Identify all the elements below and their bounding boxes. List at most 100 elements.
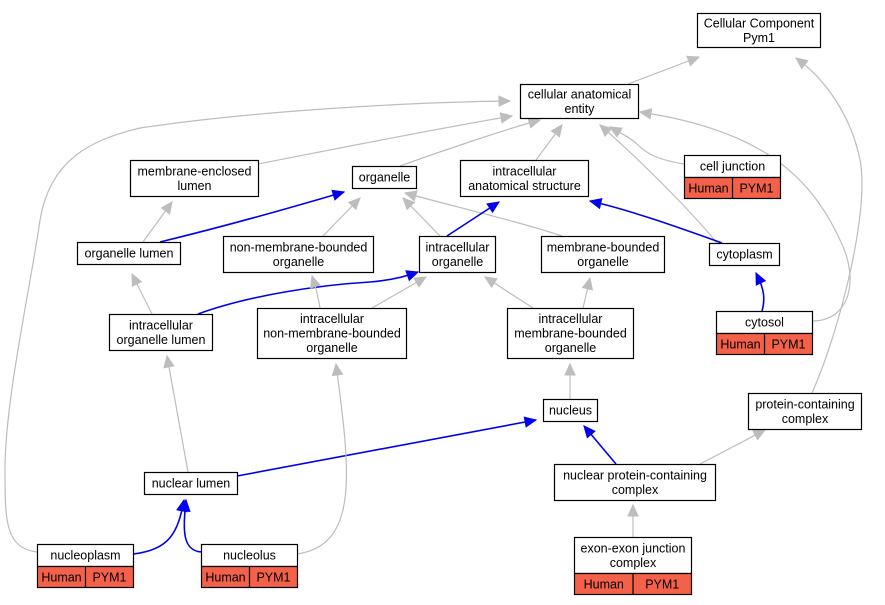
annotation-row: Human PYM1 xyxy=(36,565,135,589)
edge-non-membrane-bounded-organelle-to-organelle xyxy=(322,197,361,237)
node-label-line: lumen xyxy=(177,179,211,193)
node-label-line: organelle xyxy=(545,341,596,355)
edge-intracellular-non-membrane-bounded-organelle-to-non-membrane-bounded-organelle xyxy=(309,274,321,309)
node-label-line: complex xyxy=(610,556,657,570)
edge-nucleolus-to-nuclear-lumen xyxy=(179,498,202,553)
annotation-row: Human PYM1 xyxy=(715,332,814,356)
edge-cell-junction-to-cellular-anatomical-entity xyxy=(608,126,685,165)
edge-intracellular-membrane-bounded-organelle-to-membrane-bounded-organelle xyxy=(581,276,594,309)
species-label: Human xyxy=(720,338,760,352)
node-label-line: nucleus xyxy=(549,404,592,418)
gene-label: PYM1 xyxy=(645,578,679,592)
node-label-line: intracellular xyxy=(426,240,490,254)
node-intracellular-non-membrane-bounded-organelle[interactable]: intracellularnon-membrane-boundedorganel… xyxy=(256,307,408,360)
node-label-line: nucleolus xyxy=(223,549,276,563)
node-label-line: organelle lumen xyxy=(85,247,174,261)
node-label-line: protein-containing xyxy=(755,397,854,411)
node-label-line: nuclear protein-containing xyxy=(563,468,707,482)
node-label-line: nucleoplasm xyxy=(50,549,120,563)
edge-nucleus-to-intracellular-membrane-bounded-organelle xyxy=(564,362,576,399)
edge-nucleoplasm-to-nuclear-lumen xyxy=(132,498,188,555)
node-label-line: Cellular Component xyxy=(704,16,815,30)
gene-label: PYM1 xyxy=(771,338,805,352)
node-label-line: intracellular xyxy=(300,312,364,326)
node-label-line: organelle xyxy=(359,171,410,185)
node-nuclear-lumen[interactable]: nuclear lumen xyxy=(143,471,239,496)
node-label-line: complex xyxy=(782,412,829,426)
node-nucleus[interactable]: nucleus xyxy=(542,398,599,423)
edge-membrane-bounded-organelle-to-organelle xyxy=(403,190,563,237)
node-label-line: intracellular xyxy=(129,318,193,332)
species-label: Human xyxy=(205,571,245,585)
gene-label: PYM1 xyxy=(92,571,126,585)
edge-organelle-lumen-to-organelle xyxy=(159,189,346,243)
node-label-line: organelle xyxy=(432,255,483,269)
edge-intracellular-organelle-lumen-to-organelle-lumen xyxy=(131,272,153,315)
node-organelle-lumen[interactable]: organelle lumen xyxy=(76,241,182,266)
node-label-line: organelle xyxy=(306,341,357,355)
gene-label: PYM1 xyxy=(739,182,773,196)
node-label-line: intracellular xyxy=(493,164,557,178)
edge-cytoplasm-to-cellular-anatomical-entity xyxy=(599,124,718,244)
node-label-line: membrane-enclosed xyxy=(138,164,252,178)
species-label: Human xyxy=(584,578,624,592)
node-organelle[interactable]: organelle xyxy=(351,165,418,190)
node-label-line: cellular anatomical xyxy=(528,87,632,101)
edge-nuclear-protein-containing-complex-to-protein-containing-complex xyxy=(699,429,767,465)
edges-layer xyxy=(4,55,863,555)
node-label-line: anatomical structure xyxy=(468,179,581,193)
edge-nucleoplasm-to-cellular-anatomical-entity xyxy=(4,95,512,553)
node-label-line: complex xyxy=(612,483,659,497)
edge-cytosol-to-cytoplasm xyxy=(755,271,767,312)
edge-cellular-anatomical-entity-to-cellular-component xyxy=(627,55,701,85)
annotation-row: Human PYM1 xyxy=(573,572,693,596)
node-label-line: non-membrane-bounded xyxy=(263,327,401,341)
edge-intracellular-organelle-to-intracellular-anatomical-structure xyxy=(446,201,501,237)
node-label-line: entity xyxy=(565,102,596,116)
edge-nuclear-lumen-to-nucleus xyxy=(236,416,538,477)
species-label: Human xyxy=(41,571,81,585)
node-label-line: cell junction xyxy=(700,160,765,174)
node-label-line: exon-exon junction xyxy=(581,541,686,555)
edge-nuclear-protein-containing-complex-to-nucleus xyxy=(583,425,617,465)
edge-nuclear-lumen-to-intracellular-organelle-lumen xyxy=(163,354,189,473)
edge-organelle-to-cellular-anatomical-entity xyxy=(399,117,542,167)
node-label-line: nuclear lumen xyxy=(152,477,231,491)
edge-protein-containing-complex-to-cellular-component xyxy=(795,57,863,394)
node-cytoplasm[interactable]: cytoplasm xyxy=(708,242,781,267)
edge-intracellular-organelle-lumen-to-intracellular-organelle xyxy=(197,270,420,315)
node-label-line: organelle xyxy=(273,255,324,269)
node-label-line: organelle xyxy=(577,255,628,269)
node-label-line: non-membrane-bounded xyxy=(230,240,368,254)
node-label-line: membrane-bounded xyxy=(514,327,627,341)
edge-intracellular-organelle-to-organelle xyxy=(402,197,441,237)
edge-intracellular-membrane-bounded-organelle-to-intracellular-organelle xyxy=(483,276,534,309)
node-label-line: Pym1 xyxy=(743,31,775,45)
node-label-line: organelle lumen xyxy=(117,333,206,347)
node-label-line: membrane-bounded xyxy=(547,240,660,254)
node-label-line: cytoplasm xyxy=(716,248,772,262)
edge-cytosol-to-cellular-anatomical-entity xyxy=(638,108,851,322)
edge-membrane-enclosed-lumen-to-cellular-anatomical-entity xyxy=(257,112,514,165)
edge-intracellular-non-membrane-bounded-organelle-to-intracellular-organelle xyxy=(371,276,428,309)
